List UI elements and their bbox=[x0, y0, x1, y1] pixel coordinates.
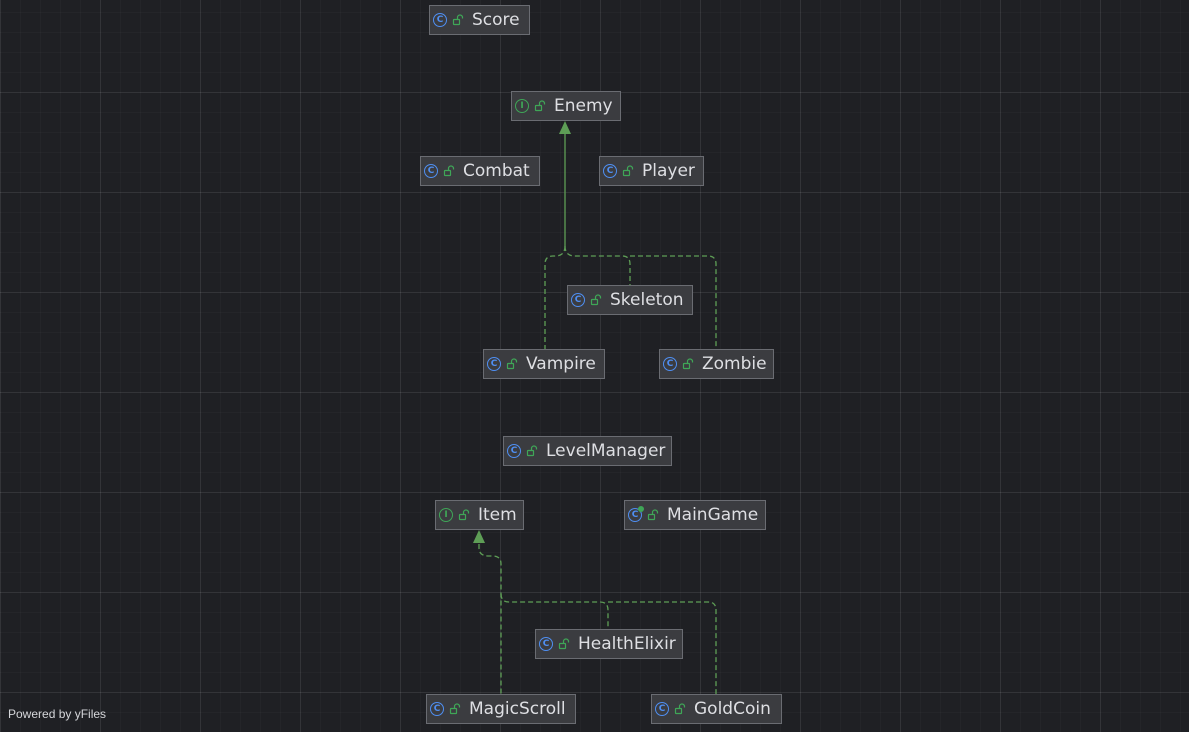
enemy-inheritance-arrow bbox=[559, 121, 571, 134]
public-access-icon bbox=[506, 358, 518, 370]
class-node-score[interactable]: C Score bbox=[429, 5, 530, 35]
interface-node-item[interactable]: I Item bbox=[435, 500, 524, 530]
public-access-icon bbox=[443, 165, 455, 177]
public-access-icon bbox=[534, 100, 546, 112]
node-label: MagicScroll bbox=[469, 698, 566, 719]
class-node-goldcoin[interactable]: C GoldCoin bbox=[651, 694, 782, 724]
skeleton-implements-enemy-edge bbox=[564, 245, 631, 285]
public-access-icon bbox=[526, 445, 538, 457]
class-node-maingame[interactable]: C MainGame bbox=[624, 500, 766, 530]
class-icon: C bbox=[487, 357, 501, 371]
class-icon: C bbox=[430, 702, 444, 716]
interface-icon: I bbox=[439, 508, 453, 522]
public-access-icon bbox=[449, 703, 461, 715]
node-label: HealthElixir bbox=[578, 633, 676, 654]
node-label: Enemy bbox=[554, 95, 613, 116]
vampire-implements-enemy-edge bbox=[544, 245, 566, 349]
node-label: Score bbox=[472, 9, 520, 30]
class-icon: C bbox=[571, 293, 585, 307]
interface-node-enemy[interactable]: I Enemy bbox=[511, 91, 621, 121]
node-label: MainGame bbox=[667, 504, 759, 525]
class-icon: C bbox=[424, 164, 438, 178]
class-node-magicscroll[interactable]: C MagicScroll bbox=[426, 694, 576, 724]
class-node-healthelixir[interactable]: C HealthElixir bbox=[535, 629, 683, 659]
node-label: Item bbox=[478, 504, 517, 525]
class-node-zombie[interactable]: C Zombie bbox=[659, 349, 774, 379]
class-icon: C bbox=[655, 702, 669, 716]
node-label: LevelManager bbox=[546, 440, 666, 461]
node-label: Combat bbox=[463, 160, 530, 181]
node-label: GoldCoin bbox=[694, 698, 771, 719]
healthelixir-implements-item-edge bbox=[500, 593, 609, 629]
class-icon: C bbox=[603, 164, 617, 178]
class-icon: C bbox=[507, 444, 521, 458]
class-node-levelmanager[interactable]: C LevelManager bbox=[503, 436, 672, 466]
class-icon: C bbox=[539, 637, 553, 651]
public-access-icon bbox=[590, 294, 602, 306]
public-access-icon bbox=[458, 509, 470, 521]
public-access-icon bbox=[647, 509, 659, 521]
run-badge-icon bbox=[638, 506, 644, 512]
interface-icon: I bbox=[515, 99, 529, 113]
magicscroll-implements-item-edge bbox=[478, 544, 502, 694]
node-label: Skeleton bbox=[610, 289, 684, 310]
public-access-icon bbox=[622, 165, 634, 177]
public-access-icon bbox=[452, 14, 464, 26]
class-icon: C bbox=[628, 506, 644, 522]
class-node-combat[interactable]: C Combat bbox=[420, 156, 540, 186]
class-node-skeleton[interactable]: C Skeleton bbox=[567, 285, 693, 315]
class-node-player[interactable]: C Player bbox=[599, 156, 704, 186]
class-icon: C bbox=[663, 357, 677, 371]
class-node-vampire[interactable]: C Vampire bbox=[483, 349, 605, 379]
powered-by-credit: Powered by yFiles bbox=[8, 707, 107, 721]
node-label: Vampire bbox=[526, 353, 596, 374]
node-label: Zombie bbox=[702, 353, 767, 374]
node-label: Player bbox=[642, 160, 695, 181]
public-access-icon bbox=[674, 703, 686, 715]
public-access-icon bbox=[682, 358, 694, 370]
class-icon: C bbox=[433, 13, 447, 27]
item-inheritance-arrow bbox=[473, 530, 485, 543]
public-access-icon bbox=[558, 638, 570, 650]
